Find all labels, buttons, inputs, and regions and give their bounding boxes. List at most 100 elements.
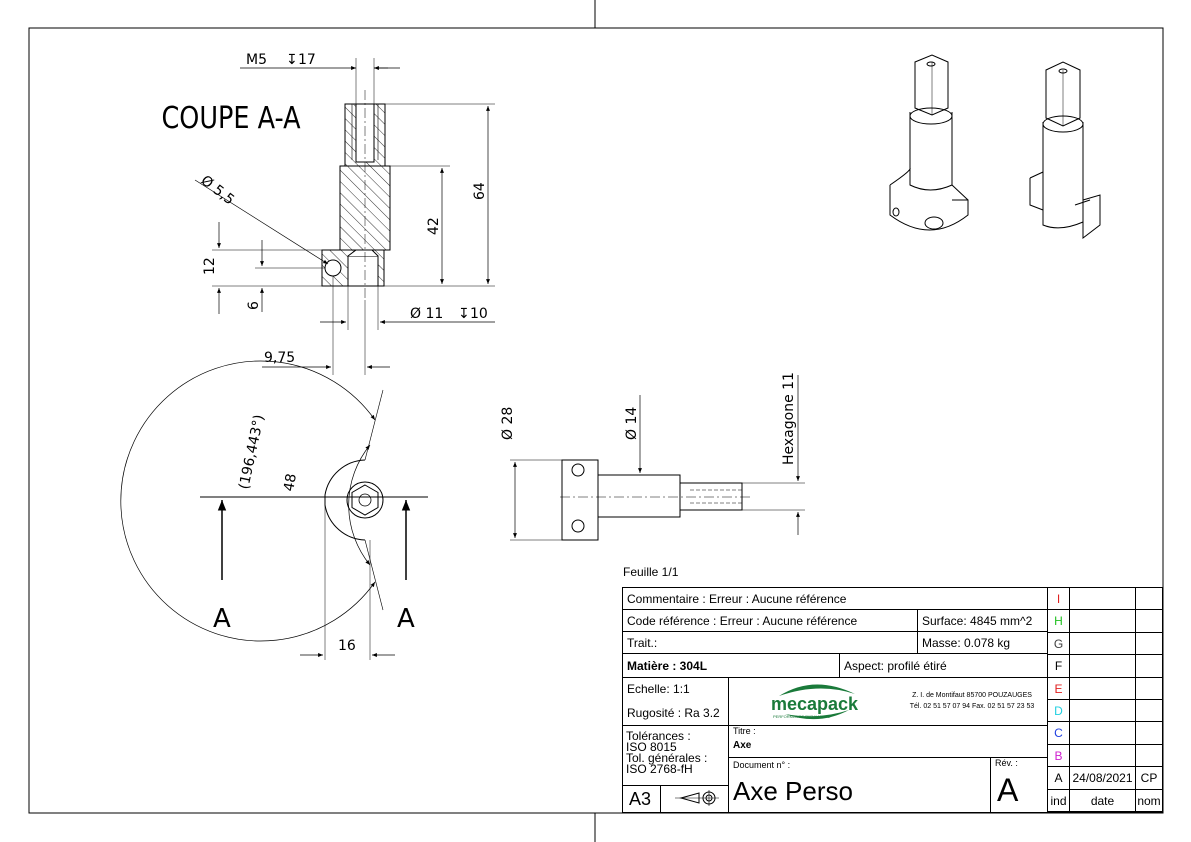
logo-text: mecapack [771,694,859,714]
shaft-circle [346,481,384,519]
matiere: Matière : 304L [627,659,708,673]
rugosite: Rugosité : Ra 3.2 [627,706,720,720]
bottom-bore [347,255,379,287]
col-ind: ind [1048,789,1070,812]
rev-date-empty [1070,722,1136,745]
bore-label: Ø 11 [410,306,443,322]
side-hex [679,482,743,511]
rev-author-empty [1136,655,1163,678]
rev-date-empty [1070,744,1136,768]
doc-label: Document n° : [733,760,791,770]
rev-date: 24/08/2021 [1070,767,1136,790]
tol-generales-value: ISO 2768-fH [626,762,693,776]
rev-date-empty [1070,610,1136,633]
rev-author-empty [1136,610,1163,633]
rev-letter: E [1048,677,1070,700]
side-view: Ø 28 Ø 14 Hexagone 11 [500,372,805,541]
company-block: mecapack PERFORMANCE PAR NATURE Z. I. de… [729,678,1047,726]
sheet-counter: Feuille 1/1 [623,565,679,579]
col-nom: nom [1136,789,1163,812]
sheet-border [28,27,1164,814]
doc-value: Axe Perso [733,776,853,806]
rev-author-empty [1136,632,1163,656]
rev-value: A [997,772,1019,808]
projection-icon [675,790,719,806]
rev-date-empty [1070,677,1136,700]
hexagone-label: Hexagone 11 [781,372,797,465]
tolerance-cell: Tolérances : ISO 8015 Tol. générales : I… [623,726,729,786]
projection-symbol [661,786,729,812]
tolerances-value: ISO 8015 [626,740,677,754]
rev-author: CP [1136,767,1163,790]
thread-depth: 17 [298,52,316,68]
title-block: Commentaire : Erreur : Aucune référence … [622,587,1163,813]
rev-author-empty [1136,744,1163,768]
title-cell: Titre : Axe [729,726,1047,758]
dim-16: 16 [338,638,356,654]
commentaire: Commentaire : Erreur : Aucune référence [627,592,847,606]
dia-14: Ø 14 [624,407,640,440]
rev-label: Rév. : [995,758,1018,768]
rev-letter: I [1048,588,1070,611]
side-base [561,459,599,541]
scale-cell: Echelle: 1:1 Rugosité : Ra 3.2 [623,678,729,726]
trait-row: Trait.: Masse: 0.078 kg [623,632,1047,654]
address-line-1: Z. I. de Montifaut 85700 POUZAUGES [912,692,1032,699]
dia-5-5: Ø 5,5 [198,173,238,209]
aspect: Aspect: profilé étiré [839,654,947,677]
rev-date-empty [1070,632,1136,656]
address-line-2: Tél. 02 51 57 07 94 Fax. 02 51 57 23 53 [909,703,1035,710]
rev-letter: B [1048,744,1070,768]
revision-cell: Rév. : A [991,758,1047,812]
logo-tagline: PERFORMANCE PAR NATURE [773,714,831,719]
rev-date-empty [1070,588,1136,611]
dim-42: 42 [426,217,442,235]
angle-label: (196,443°) [236,413,267,490]
dim-6: 6 [246,301,262,310]
tol-generales-label: Tol. générales : [626,751,708,765]
rev-letter: D [1048,700,1070,723]
surface: Surface: 4845 mm^2 [917,610,1032,631]
code-row: Code référence : Erreur : Aucune référen… [623,610,1047,632]
rev-author-empty [1136,677,1163,700]
dim-9-75: 9,75 [264,350,295,366]
material-row: Matière : 304L Aspect: profilé étiré [623,654,1047,678]
rev-letter: C [1048,722,1070,745]
trait: Trait.: [627,636,658,650]
hexagon [351,484,379,516]
dim-48: 48 [281,472,300,492]
top-view: 16 (196,443°) 48 A A [120,360,428,660]
thread-depth-symbol: ↧ [286,52,298,68]
echelle: Echelle: 1:1 [627,682,690,696]
rev-date-empty [1070,700,1136,723]
mecapack-logo: mecapack PERFORMANCE PAR NATURE [771,684,859,720]
section-mark-left: A [213,604,231,634]
cross-hole [324,259,342,277]
rev-author-empty [1136,700,1163,723]
titre-value: Axe [733,740,752,751]
side-shaft [597,474,681,518]
rev-letter: F [1048,655,1070,678]
section-title: COUPE A-A [162,100,301,136]
rev-author-empty [1136,588,1163,611]
rev-date-empty [1070,655,1136,678]
format: A3 [623,786,661,812]
dia-28: Ø 28 [500,407,516,440]
titre-label: Titre : [733,726,756,736]
dim-64: 64 [472,182,488,200]
document-cell: Document n° : Axe Perso [729,758,991,812]
rev-letter: A [1048,767,1070,790]
code-reference: Code référence : Erreur : Aucune référen… [627,614,858,628]
isometric-view-2 [1029,61,1101,240]
thread-label: M5 [246,52,267,68]
section-view-a-a: COUPE A-A M5 ↧ 17 64 42 Ø [162,52,495,375]
col-date: date [1070,789,1136,812]
rev-letter: G [1048,632,1070,656]
dim-12: 12 [202,257,218,275]
comment-row: Commentaire : Erreur : Aucune référence [623,588,1047,610]
bore-depth-symbol: ↧ [458,306,470,322]
section-mark-right: A [397,604,415,634]
tolerances-label: Tolérances : [626,729,691,743]
